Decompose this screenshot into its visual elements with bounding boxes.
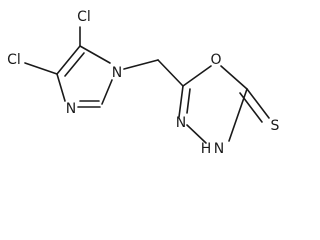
bond-c5ox-n4-double-inner [186, 88, 191, 114]
bond-c2-n1 [101, 79, 113, 105]
atom-cl-left: Cl [7, 52, 21, 68]
bond-n3-c2ox [228, 88, 248, 142]
bond-ch2-c5ox [157, 59, 184, 87]
bond-c5-c4-double-inner [64, 52, 85, 77]
bond-c5-n1 [79, 45, 111, 64]
bond-c2ox-s-double-inner [239, 92, 263, 123]
bond-c5ox-n4-double [178, 85, 184, 118]
structure-svg: Cl Cl N N O N N H S [7, 9, 280, 157]
atom-h-on-n: H [201, 141, 212, 157]
bond-c5ox-o1 [182, 65, 212, 87]
bond-c5-c4-double [56, 45, 81, 75]
atom-n-h: N [214, 141, 224, 157]
molecule-diagram: Cl Cl N N O N N H S [7, 9, 280, 157]
bond-c2ox-s-double [246, 88, 270, 119]
atom-s-thione: S [271, 118, 280, 134]
bond-n1-ch2 [123, 59, 159, 70]
bond-c4-n3 [56, 73, 66, 102]
atom-o-ring: O [210, 52, 221, 68]
atom-cl-top: Cl [77, 9, 91, 25]
atom-n-imidazole-3: N [66, 101, 76, 117]
bond-c4-cl [24, 62, 58, 75]
atom-n-oxadiazole-3: N [176, 115, 186, 131]
atom-n-imidazole-1: N [112, 65, 122, 81]
bond-o1-c2ox [220, 65, 248, 90]
bond-n4-n3 [186, 124, 207, 144]
